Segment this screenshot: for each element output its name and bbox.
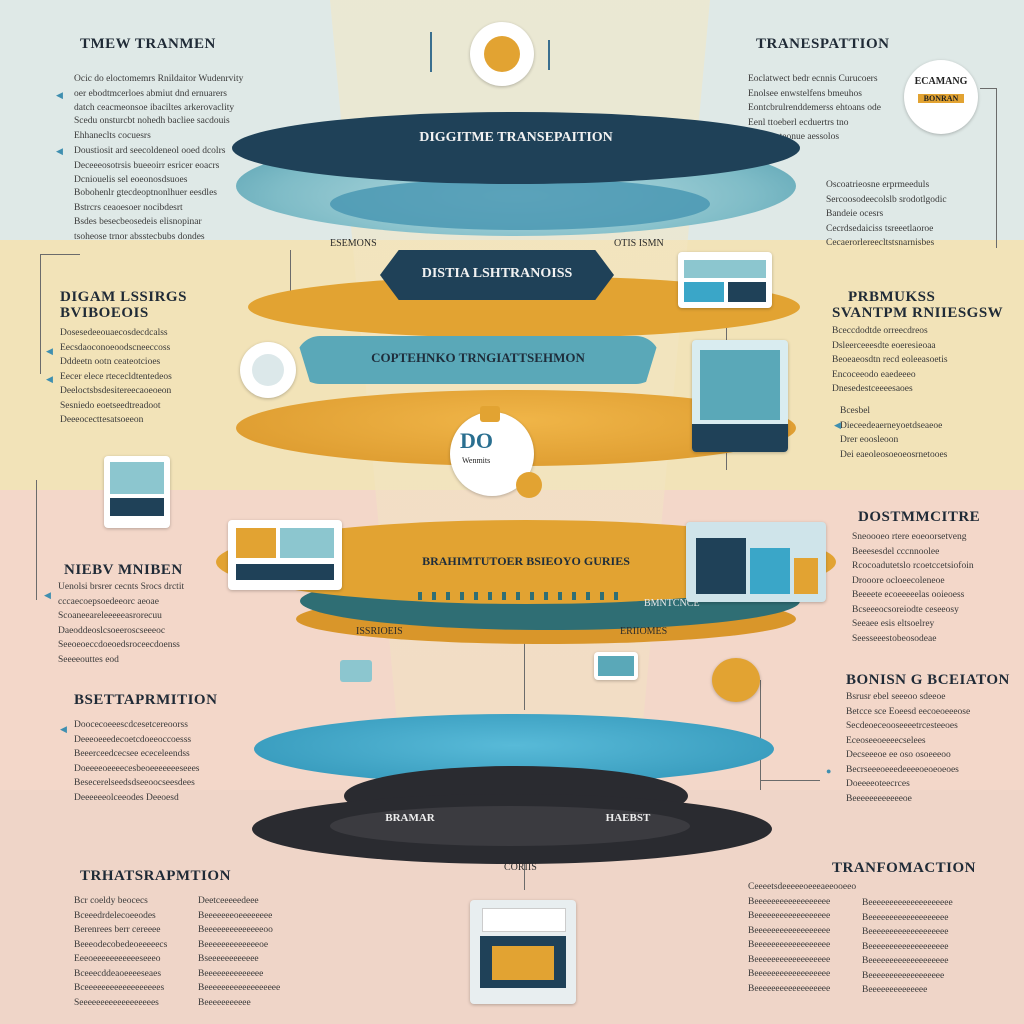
heading-top-left: TMEW TRANMEN bbox=[80, 36, 216, 52]
layer-7-right-label: HAEBST bbox=[605, 812, 651, 824]
illustration-laptop-bottom bbox=[470, 900, 576, 1004]
bullet-marker: ◀ bbox=[834, 420, 841, 430]
layer-1-label: DIGGITME TRANSEPAITION bbox=[419, 130, 613, 145]
heading-top-right: TRANESPATTION bbox=[756, 36, 890, 52]
connector-center-1 bbox=[290, 250, 291, 320]
layer-3-label: COPTEHNKO TRNGIATTSEHMON bbox=[371, 350, 585, 365]
illustration-orange-gear bbox=[712, 658, 760, 702]
connector-center-3 bbox=[524, 640, 525, 710]
layer-5-label: BRAHIMTUTOER BSIEOYO GURIES bbox=[422, 554, 630, 568]
layer-2-label: DISTIA LSHTRANOISS bbox=[421, 266, 573, 281]
illustration-shield-icon bbox=[340, 660, 372, 682]
illustration-city-right bbox=[686, 522, 826, 602]
layer-5-progress-strip bbox=[408, 592, 628, 600]
layer-3-teal-pill bbox=[296, 336, 660, 384]
connector-right-low-h bbox=[760, 780, 820, 781]
top-right-badge-tag: BONRAN bbox=[918, 94, 964, 103]
top-right-connector-h bbox=[980, 88, 996, 89]
bullet-marker: ◀ bbox=[56, 90, 63, 100]
layer-1-inner bbox=[330, 178, 710, 230]
layer-2-navy-pill bbox=[380, 250, 614, 300]
heading-left-2b: BVIBOEOIS bbox=[60, 305, 149, 321]
top-right-connector bbox=[996, 88, 997, 248]
illustration-dashboard-top bbox=[678, 252, 772, 308]
top-right-badge-title: ECAMANG bbox=[914, 76, 968, 87]
connector-center-4 bbox=[524, 850, 525, 890]
illustration-device-left bbox=[104, 456, 170, 528]
connector-left-top-h bbox=[40, 254, 80, 255]
heading-right-3: DOSTMMCITRE bbox=[858, 509, 981, 525]
bullet-marker: ◀ bbox=[46, 346, 53, 356]
layer-4-orange-dot bbox=[516, 472, 542, 498]
illustration-monitor-left bbox=[228, 520, 342, 590]
top-emblem-left-marks bbox=[430, 32, 448, 72]
layer-7-left-label: BRAMAR bbox=[385, 812, 435, 824]
illustration-building-right bbox=[692, 340, 788, 452]
layer-2-right-tag: OTIS ISMN bbox=[614, 238, 664, 249]
connector-right-low bbox=[760, 680, 761, 790]
coffee-icon bbox=[484, 36, 520, 72]
connector-left-top bbox=[40, 254, 41, 374]
layer-2-left-tag: ESEMONS bbox=[330, 238, 377, 249]
layer-4-bubble-title: DO bbox=[460, 428, 493, 453]
heading-left-5: TRHATSRAPMTION bbox=[80, 868, 231, 884]
top-emblem bbox=[470, 22, 534, 86]
bullet-marker: ◀ bbox=[60, 724, 67, 734]
layer-4-tag-icon bbox=[480, 406, 500, 422]
illustration-screen-small bbox=[594, 652, 638, 680]
top-right-badge: ECAMANG BONRAN bbox=[904, 60, 978, 134]
heading-left-3: NIEBV MNIBEN bbox=[64, 562, 183, 578]
layer-6-left-tag: ISSRIOEIS bbox=[356, 626, 403, 637]
heading-right-5: TRANFOMACTION bbox=[832, 860, 976, 876]
layer-5-right-tag: BMNTCNCE bbox=[644, 598, 700, 609]
layer-1-cap bbox=[232, 112, 800, 184]
bullet-marker: ◀ bbox=[46, 374, 53, 384]
bullet-marker: ● bbox=[826, 766, 832, 776]
illustration-circle-left bbox=[240, 342, 296, 398]
heading-right-4: BONISN G BCEIATON bbox=[846, 672, 1010, 688]
heading-left-2a: DIGAM LSSIRGS bbox=[60, 289, 187, 305]
bullet-marker: ◀ bbox=[44, 590, 51, 600]
layer-7-bottom-tag: CORIIS bbox=[504, 862, 537, 873]
connector-left-mid bbox=[36, 480, 37, 600]
paragraph-top-left-1: Ocic do eloctomemrs Rnildaitor Wudenrvit… bbox=[74, 74, 244, 113]
layer-7-inner bbox=[330, 806, 690, 846]
heading-left-4: BSETTAPRMITION bbox=[74, 692, 218, 708]
bullet-marker: ◀ bbox=[56, 146, 63, 156]
heading-right-2a: PRBMUKSS bbox=[848, 289, 936, 305]
heading-right-2b: SVANTPM RNIIESGSW bbox=[832, 305, 1004, 321]
layer-6-right-tag: ERIIOMES bbox=[620, 626, 668, 637]
top-emblem-right-marks bbox=[548, 40, 590, 70]
layer-4-bubble-sub: Wenmits bbox=[462, 456, 491, 465]
